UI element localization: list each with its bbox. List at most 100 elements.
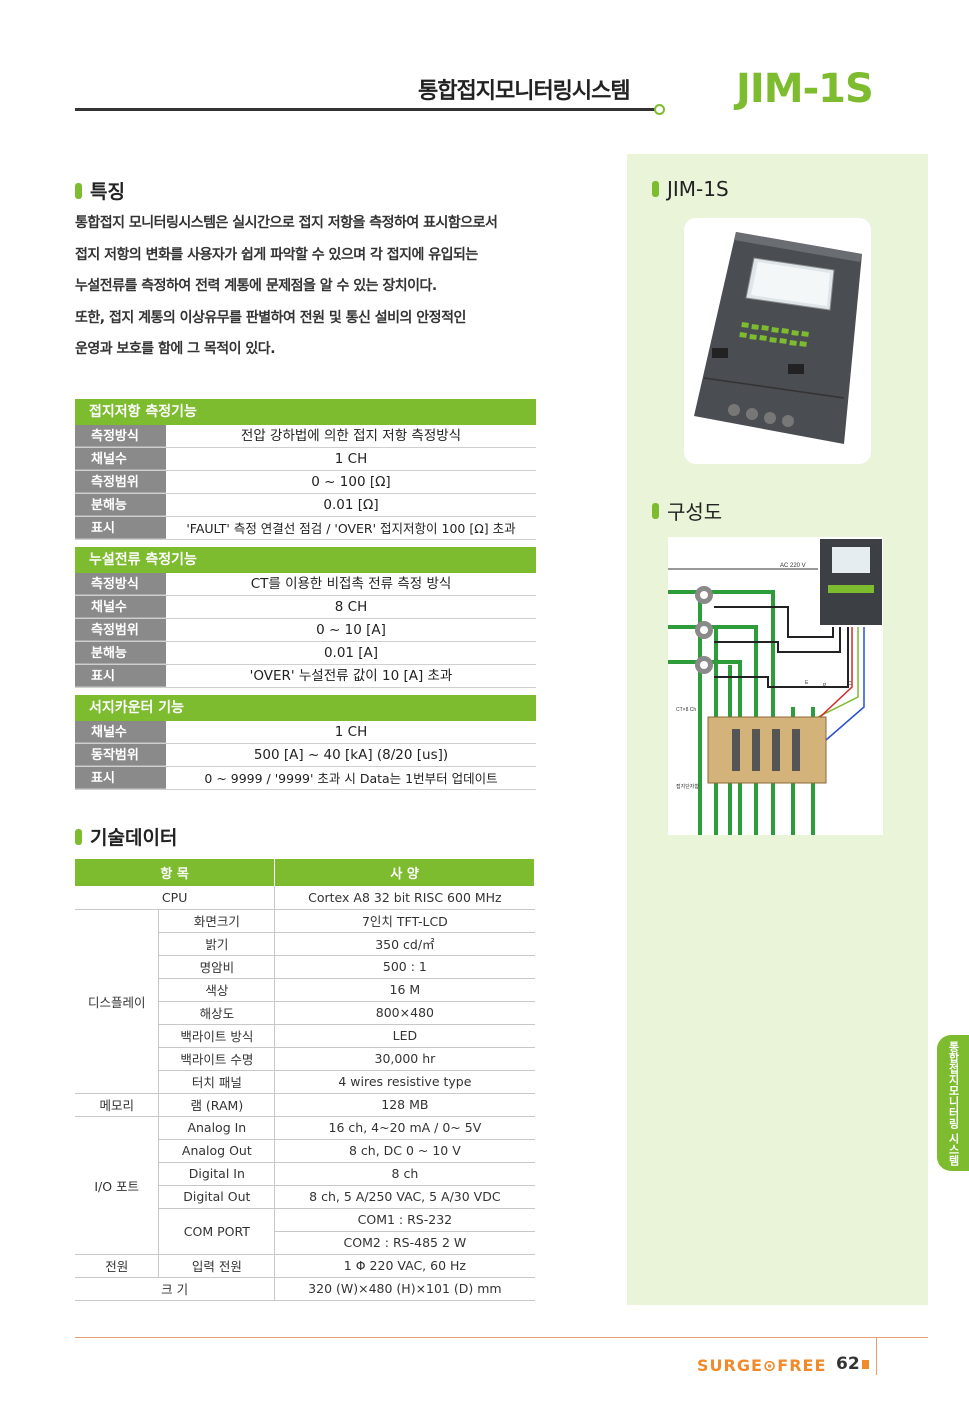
value-cell: 16 M [274, 978, 535, 1002]
value-cell: COM1 : RS-232 [274, 1208, 535, 1232]
col-header-spec: 사 양 [274, 859, 535, 886]
product-heading: JIM-1S [652, 177, 729, 201]
spec-label: 표시 [75, 517, 166, 539]
item-cell: COM PORT [158, 1208, 276, 1255]
features-line: 누설전류를 측정하여 전력 계통에 문제점을 알 수 있는 장치이다. [75, 278, 437, 294]
features-text: 통합접지 모니터링시스템은 실시간으로 접지 저항을 측정하여 표시함으로서 접… [75, 208, 498, 366]
spec-row: 표시 0 ~ 9999 / '9999' 초과 시 Data는 1번부터 업데이트 [75, 767, 536, 790]
page-number: 62 [836, 1354, 860, 1374]
value-cell: 7인치 TFT-LCD [274, 909, 535, 933]
table-row: COM2 : RS-485 2 W [75, 1231, 535, 1255]
tech-heading: 기술데이터 [75, 823, 177, 850]
value-cell: 350 cd/㎡ [274, 932, 535, 956]
item-cell: 화면크기 [158, 909, 276, 933]
features-heading: 특징 [75, 177, 125, 204]
product-device-image [694, 232, 862, 444]
value-cell: 500 : 1 [274, 955, 535, 979]
configuration-diagram: AC 220 V CT×8 Ch 접지단자함 E P C [668, 537, 883, 835]
bullet-bar-icon [75, 182, 82, 199]
power-label: 전원 [75, 1254, 160, 1278]
spec-value: 'FAULT' 측정 연결선 점검 / 'OVER' 접지저항이 100 [Ω]… [186, 521, 516, 536]
value-cell: 800×480 [274, 1001, 535, 1025]
spec-value: 0 ~ 100 [Ω] [311, 474, 391, 490]
memory-label: 메모리 [75, 1093, 160, 1117]
spec-label: 채널수 [75, 721, 166, 743]
spec-row: 분해능 0.01 [A] [75, 642, 536, 665]
table-row: COM PORT COM1 : RS-232 [75, 1208, 535, 1255]
spec-label: 표시 [75, 767, 166, 789]
header-divider-dot [654, 104, 665, 115]
table-row: 크 기 320 (W)×480 (H)×101 (D) mm [75, 1277, 535, 1301]
value-cell: 8 ch [274, 1162, 535, 1186]
wiring-diagram: AC 220 V CT×8 Ch 접지단자함 E P C [668, 539, 882, 835]
value-cell: COM2 : RS-485 2 W [274, 1231, 535, 1255]
io-label: I/O 포트 [75, 1116, 160, 1255]
spec-value: 0 ~ 9999 / '9999' 초과 시 Data는 1번부터 업데이트 [204, 771, 498, 786]
table-row: CPU Cortex A8 32 bit RISC 600 MHz [75, 886, 535, 910]
spec-row: 표시 'FAULT' 측정 연결선 점검 / 'OVER' 접지저항이 100 [… [75, 517, 536, 540]
item-cell: 터치 패널 [158, 1070, 276, 1094]
features-line: 또한, 접지 계통의 이상유무를 판별하여 전원 및 통신 설비의 안정적인 [75, 309, 466, 326]
spec-label: 분해능 [75, 642, 166, 664]
item-cell: 램 (RAM) [158, 1093, 276, 1117]
value-cell: 1 Φ 220 VAC, 60 Hz [274, 1254, 535, 1278]
item-cell: 해상도 [158, 1001, 276, 1025]
features-line: 통합접지 모니터링시스템은 실시간으로 접지 저항을 측정하여 표시함으로서 [75, 215, 498, 231]
footer-vertical-divider [876, 1337, 877, 1375]
page-marker-icon [862, 1360, 869, 1369]
features-line: 접지 저항의 변화를 사용자가 쉽게 파악할 수 있으며 각 접지에 유입되는 [75, 246, 478, 263]
size-label: 크 기 [75, 1277, 276, 1301]
spec-value: 0.01 [A] [323, 645, 379, 661]
item-cell: 색상 [158, 978, 276, 1002]
spec-value: 0 ~ 10 [A] [316, 622, 386, 638]
side-tab: 통합접지모니터링 시스템 [937, 1035, 969, 1171]
value-cell: 4 wires resistive type [274, 1070, 535, 1094]
spec-row: 채널수 1 CH [75, 448, 536, 471]
table-row: I/O 포트 Analog In 16 ch, 4~20 mA / 0~ 5V [75, 1116, 535, 1255]
model-name: JIM-1S [736, 66, 874, 112]
spec-value: 0.01 [Ω] [323, 497, 379, 513]
value-cell: 128 MB [274, 1093, 535, 1117]
item-cell: Digital In [158, 1162, 276, 1186]
header-divider [75, 108, 658, 111]
item-cell: 밝기 [158, 932, 276, 956]
item-cell: 백라이트 방식 [158, 1024, 276, 1048]
bullet-bar-icon [652, 502, 659, 519]
value-cell: 8 ch, DC 0 ~ 10 V [274, 1139, 535, 1163]
spec-label: 분해능 [75, 494, 166, 516]
table-row: 디스플레이 화면크기 7인치 TFT-LCD [75, 909, 535, 1094]
spec-group-title: 누설전류 측정기능 [75, 547, 536, 573]
spec-row: 분해능 0.01 [Ω] [75, 494, 536, 517]
spec-group-title: 접지저항 측정기능 [75, 399, 536, 425]
bullet-bar-icon [652, 181, 659, 197]
product-image-frame [684, 218, 871, 464]
spec-value: 전압 강하법에 의한 접지 저항 측정방식 [240, 428, 462, 444]
item-cell: 백라이트 수명 [158, 1047, 276, 1071]
ct-label: CT×8 Ch [676, 707, 696, 713]
col-header-item: 항 목 [75, 859, 276, 886]
ac-label: AC 220 V [780, 563, 806, 569]
c-label: C [848, 681, 852, 687]
spec-label: 채널수 [75, 448, 166, 470]
spec-row: 표시'OVER' 누설전류 값이 10 [A] 초과 [75, 665, 536, 688]
value-cell: 16 ch, 4~20 mA / 0~ 5V [274, 1116, 535, 1140]
footer-divider [75, 1337, 928, 1338]
value-cell: 320 (W)×480 (H)×101 (D) mm [274, 1277, 535, 1301]
features-line: 운영과 보호를 함에 그 목적이 있다. [75, 341, 276, 357]
spec-value: 1 CH [334, 724, 368, 740]
item-cell: Analog In [158, 1116, 276, 1140]
spec-value: CT를 이용한 비접촉 전류 측정 방식 [250, 576, 452, 592]
spec-value: 1 CH [334, 451, 368, 467]
e-label: E [805, 680, 809, 686]
diagram-heading: 구성도 [652, 496, 722, 525]
